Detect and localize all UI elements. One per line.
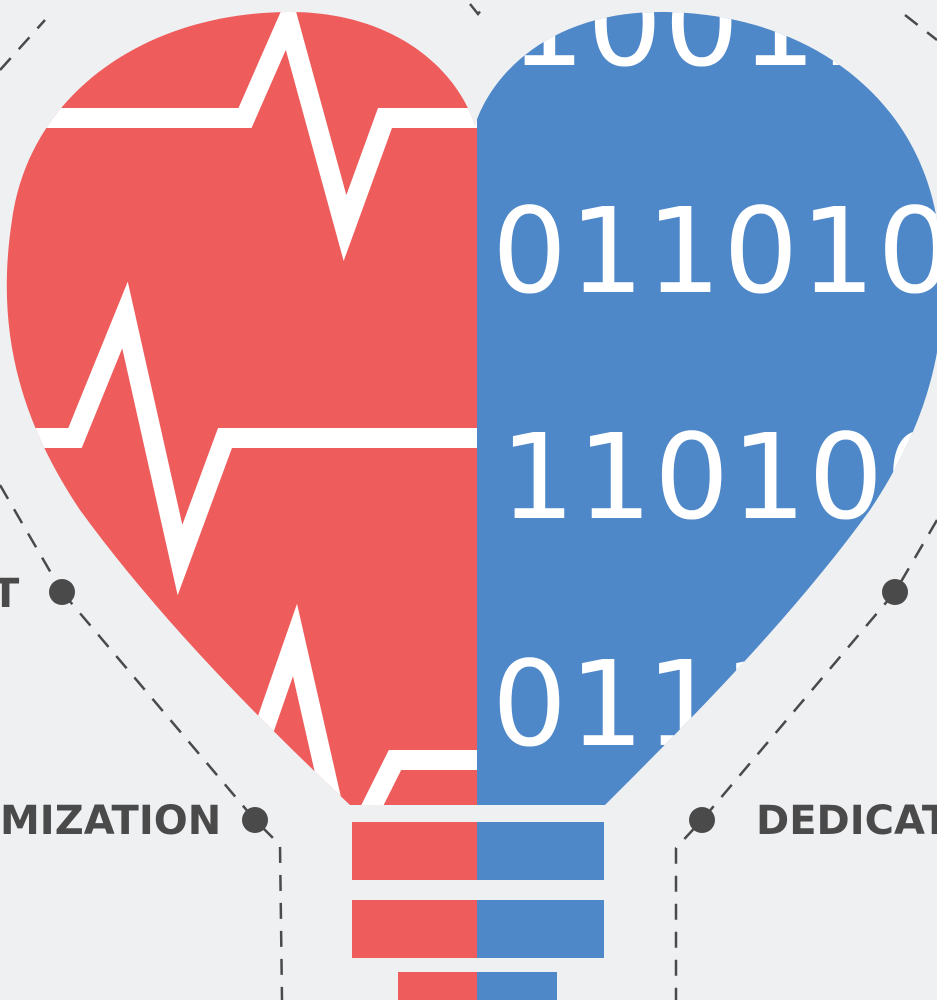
connector-dot-left: [49, 579, 75, 605]
connector-top-right: [904, 14, 937, 41]
label-top-left: T: [0, 571, 20, 617]
connector-top-left: [0, 19, 46, 71]
binary-row-3: 110100: [500, 408, 937, 546]
lightbulb-base-icon: [352, 822, 604, 1000]
connector-left-lower: [61, 591, 284, 1000]
binary-row-1: 10011: [510, 0, 895, 93]
connector-dot-right: [882, 579, 908, 605]
connector-dot-bottom-left: [242, 807, 268, 833]
label-bottom-left: MIZATION: [0, 798, 221, 844]
label-bottom-right: DEDICAT: [756, 798, 937, 844]
base-stripe-3-left: [398, 972, 477, 1000]
binary-row-4: 0111: [492, 635, 800, 773]
base-stripe-2-left: [352, 900, 477, 958]
connector-dot-bottom-right: [689, 807, 715, 833]
connector-top-center: [469, 3, 487, 17]
base-stripe-1-right: [477, 822, 604, 880]
base-stripe-1-left: [352, 822, 477, 880]
base-stripe-2-right: [477, 900, 604, 958]
heartbeat-icon: [6, 12, 477, 805]
connector-left-upper: [0, 484, 64, 593]
base-stripe-3-right: [477, 972, 557, 1000]
connector-dots: [49, 579, 908, 833]
connector-lines: [0, 3, 937, 1000]
